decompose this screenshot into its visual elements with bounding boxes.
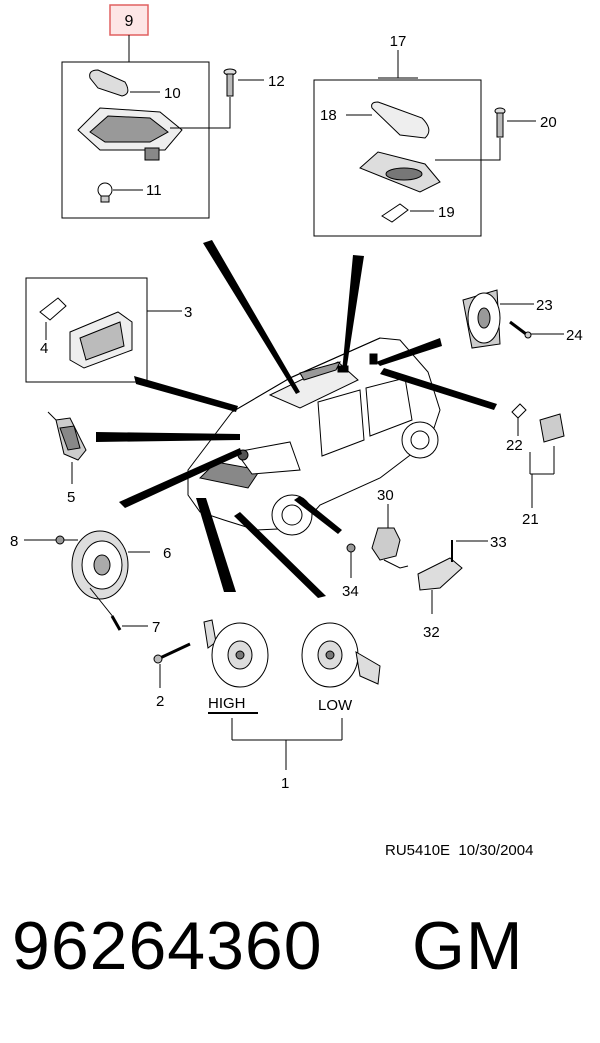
horn-bolt[interactable]	[153, 642, 191, 664]
callout-1: 1	[281, 775, 289, 792]
courtesy-lamp-group-box	[25, 277, 148, 383]
dome-lamp-screw[interactable]	[223, 68, 237, 97]
map-lamp-group-box	[313, 79, 482, 237]
callout-23: 23	[536, 297, 553, 314]
callout-17: 17	[390, 33, 407, 50]
callout-7: 7	[152, 619, 160, 636]
callout-20: 20	[540, 114, 557, 131]
callout-10: 10	[164, 85, 181, 102]
car-body	[187, 337, 441, 536]
courtesy-lamp-lens[interactable]	[69, 311, 133, 369]
callout-5: 5	[67, 489, 75, 506]
tweeter[interactable]	[47, 411, 87, 461]
dome-lamp-housing[interactable]	[77, 107, 183, 161]
speaker-nut[interactable]	[55, 535, 65, 545]
speaker-screw[interactable]	[110, 615, 122, 631]
sensor-switch[interactable]	[371, 527, 409, 569]
dome-lamp-lens[interactable]	[89, 69, 129, 97]
sensor-bracket[interactable]	[417, 557, 463, 591]
callout-4: 4	[40, 340, 48, 357]
leader-wedges	[96, 240, 497, 598]
callout-8: 8	[10, 533, 18, 550]
callout-2: 2	[156, 693, 164, 710]
horn-label-low: LOW	[318, 697, 353, 714]
callout-30: 30	[377, 487, 394, 504]
map-lamp-bulb[interactable]	[381, 203, 409, 223]
rear-lamp-module[interactable]	[539, 413, 565, 443]
bracket-nut[interactable]	[346, 543, 356, 553]
map-lamp-housing[interactable]	[359, 151, 441, 193]
brand-name: GM	[412, 908, 524, 984]
callout-3: 3	[184, 304, 192, 321]
rear-speaker[interactable]	[462, 289, 501, 349]
reverse-lamp-bulb[interactable]	[511, 403, 527, 419]
callout-18: 18	[320, 107, 337, 124]
callout-34: 34	[342, 583, 359, 600]
front-speaker[interactable]	[71, 530, 129, 600]
callout-24: 24	[566, 327, 583, 344]
high-horn[interactable]	[203, 619, 269, 688]
courtesy-lamp-bulb[interactable]	[39, 297, 67, 321]
callout-21: 21	[522, 511, 539, 528]
callout-33: 33	[490, 534, 507, 551]
callout-22: 22	[506, 437, 523, 454]
callout-19: 19	[438, 204, 455, 221]
callout-11: 11	[146, 182, 162, 199]
map-lamp-lens[interactable]	[371, 101, 430, 139]
callout-32: 32	[423, 624, 440, 641]
rear-speaker-screw[interactable]	[509, 320, 532, 339]
callout-6: 6	[163, 545, 171, 562]
drawing-date: 10/30/2004	[458, 842, 534, 859]
horn-label-high: HIGH	[208, 695, 246, 712]
dome-lamp-bulb[interactable]	[97, 182, 113, 203]
map-lamp-screw[interactable]	[494, 107, 506, 138]
dome-lamp-group-box	[61, 61, 210, 219]
low-horn[interactable]	[301, 622, 381, 688]
drawing-reference: RU5410E 10/30/2004	[385, 842, 533, 859]
callout-9: 9	[125, 13, 134, 30]
part-number: 96264360	[12, 908, 323, 984]
callout-12: 12	[268, 73, 285, 90]
drawing-code: RU5410E	[385, 842, 451, 859]
